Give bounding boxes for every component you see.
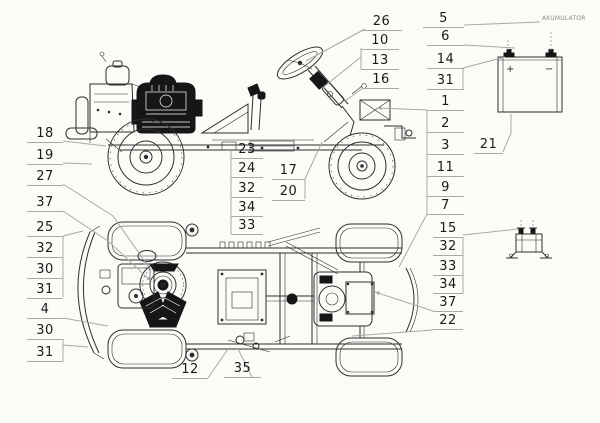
callout-31: 31 — [427, 74, 464, 90]
callout-24: 24 — [231, 162, 263, 178]
callout-20: 20 — [272, 185, 305, 201]
leader-arrowhead — [377, 106, 382, 111]
callout-16: 16 — [363, 73, 399, 89]
callout-13: 13 — [361, 54, 399, 70]
engine-side — [131, 74, 203, 134]
leader-line — [320, 56, 362, 90]
callout-18: 18 — [27, 127, 63, 143]
callout-32: 32 — [27, 242, 63, 258]
leader-line — [463, 44, 516, 49]
leader-line — [62, 183, 149, 267]
steering-arc — [77, 225, 105, 360]
callout-33: 33 — [231, 219, 263, 235]
callout-11: 11 — [427, 161, 464, 177]
leader-line — [237, 348, 253, 378]
callout-30: 30 — [27, 263, 63, 279]
leader-line — [376, 107, 428, 111]
callout-2: 2 — [427, 117, 464, 133]
leader-line — [62, 317, 109, 327]
callout-30: 30 — [27, 324, 63, 340]
battery-minus-sign: − — [545, 64, 553, 75]
caster-front — [185, 223, 199, 237]
callout-34: 34 — [433, 278, 463, 294]
steering-assembly — [276, 46, 391, 143]
callout-31: 31 — [27, 283, 63, 299]
leader-line — [374, 291, 434, 312]
callout-21: 21 — [474, 138, 503, 154]
leader-line — [344, 87, 364, 102]
callout-25: 25 — [27, 221, 63, 237]
leader-line — [207, 348, 229, 379]
leader-line — [351, 329, 434, 337]
engine-bottom — [139, 261, 187, 328]
air-box — [99, 250, 157, 309]
leader-line — [304, 141, 323, 180]
seat-bracket — [200, 83, 266, 134]
leader-line — [62, 210, 152, 282]
callout-32: 32 — [231, 182, 263, 198]
side-view-drawing — [65, 46, 416, 200]
leader-arrowhead — [143, 261, 148, 266]
leader-line — [305, 28, 366, 62]
leader-line — [462, 228, 519, 236]
callout-3: 3 — [427, 139, 464, 155]
callout-27: 27 — [27, 170, 63, 186]
callout-5: 5 — [423, 12, 464, 28]
callout-15: 15 — [433, 222, 463, 238]
front-body — [65, 51, 161, 153]
battery-terminal-positive — [503, 49, 515, 58]
leader-line — [398, 213, 428, 268]
callout-10: 10 — [361, 34, 399, 50]
callout-35: 35 — [224, 362, 261, 378]
callout-14: 14 — [427, 53, 464, 69]
callout-26: 26 — [361, 15, 402, 31]
callout-1: 1 — [427, 95, 464, 111]
gearbox-plate — [217, 269, 267, 325]
relay-bracket — [506, 251, 552, 259]
callout-23: 23 — [231, 143, 263, 159]
callout-37: 37 — [27, 196, 63, 212]
wheel-rear-right — [335, 337, 403, 377]
callout-7: 7 — [427, 199, 464, 215]
callout-37: 37 — [433, 296, 463, 312]
leader-arrowhead — [146, 276, 151, 281]
leader-line — [463, 21, 541, 26]
rear-axle-assembly — [286, 262, 419, 338]
callout-4: 4 — [27, 303, 63, 319]
leader-line — [62, 140, 107, 147]
leader-arrowhead — [375, 291, 380, 296]
leader-line — [502, 114, 512, 153]
wheel-front-right — [335, 223, 403, 263]
brake-linkage — [227, 332, 291, 353]
bottom-view-drawing — [77, 221, 419, 377]
rear-wheel — [328, 132, 396, 200]
battery-label: AKUMULATOR — [542, 15, 586, 22]
callout-32: 32 — [433, 240, 463, 256]
front-wheel — [107, 118, 185, 196]
battery-plus-sign: + — [506, 64, 514, 75]
relay-posts — [517, 227, 537, 235]
leader-line — [462, 56, 506, 69]
callout-22: 22 — [433, 314, 463, 330]
callout-19: 19 — [27, 149, 63, 165]
callout-12: 12 — [172, 363, 208, 379]
callout-9: 9 — [427, 181, 464, 197]
leader-line — [62, 344, 89, 348]
battery-drawing: + − — [497, 49, 563, 113]
callout-34: 34 — [231, 201, 263, 217]
leader-line — [62, 162, 93, 165]
callout-33: 33 — [433, 260, 463, 276]
callout-6: 6 — [427, 30, 464, 46]
relay-drawing — [506, 227, 552, 259]
callout-31: 31 — [27, 346, 63, 362]
callout-17: 17 — [272, 164, 305, 180]
leader-line — [62, 230, 84, 237]
